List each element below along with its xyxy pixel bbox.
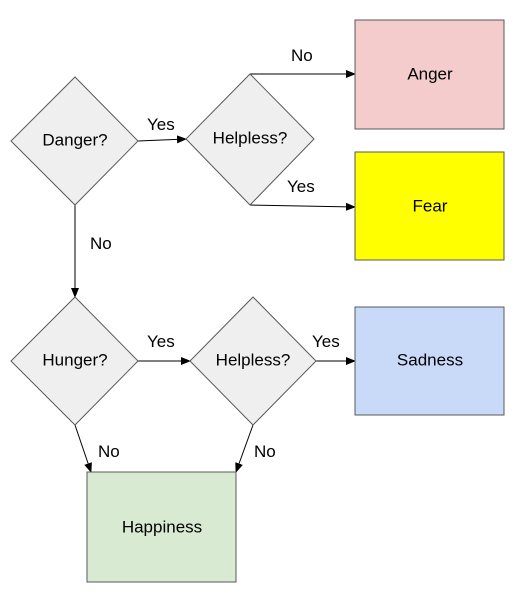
decision-danger: Danger? bbox=[10, 76, 139, 206]
outcome-sadness: Sadness bbox=[354, 306, 505, 416]
edge-label-no: No bbox=[98, 442, 120, 461]
edge-label-no: No bbox=[90, 234, 112, 253]
edge-label-no: No bbox=[254, 442, 276, 461]
edge-label-yes: Yes bbox=[147, 115, 175, 134]
edge-label-yes: Yes bbox=[287, 177, 315, 196]
outcome-anger: Anger bbox=[354, 19, 505, 130]
outcome-fear: Fear bbox=[354, 151, 505, 261]
outcome-happiness-label: Happiness bbox=[122, 517, 202, 536]
edge-danger-to-hunger: No bbox=[71, 205, 112, 298]
decision-danger-label: Danger? bbox=[42, 130, 107, 149]
outcome-anger-label: Anger bbox=[407, 64, 453, 83]
edge-danger-to-helpless: Yes bbox=[137, 115, 187, 144]
edge-hunger-to-happiness: No bbox=[74, 424, 120, 473]
edge-helpless-to-happiness: No bbox=[235, 424, 276, 473]
edge-helpless-to-sadness: Yes bbox=[312, 332, 356, 365]
edge-helpless-to-fear: Yes bbox=[249, 177, 356, 211]
edge-hunger-to-helpless: Yes bbox=[138, 332, 191, 365]
edge-label-yes: Yes bbox=[147, 332, 175, 351]
decision-hunger: Hunger? bbox=[10, 296, 139, 426]
edge-label-no: No bbox=[291, 46, 313, 65]
edge-helpless-to-anger: No bbox=[250, 46, 356, 78]
outcome-sadness-label: Sadness bbox=[397, 350, 463, 369]
decision-helpless-bottom: Helpless? bbox=[189, 296, 317, 426]
outcome-fear-label: Fear bbox=[413, 196, 448, 215]
decision-hunger-label: Hunger? bbox=[42, 350, 107, 369]
decision-helpless-top-label: Helpless? bbox=[213, 128, 288, 147]
outcome-happiness: Happiness bbox=[86, 471, 237, 583]
edge-label-yes: Yes bbox=[312, 332, 340, 351]
decision-helpless-bottom-label: Helpless? bbox=[216, 350, 291, 369]
decision-helpless-top: Helpless? bbox=[185, 73, 315, 206]
